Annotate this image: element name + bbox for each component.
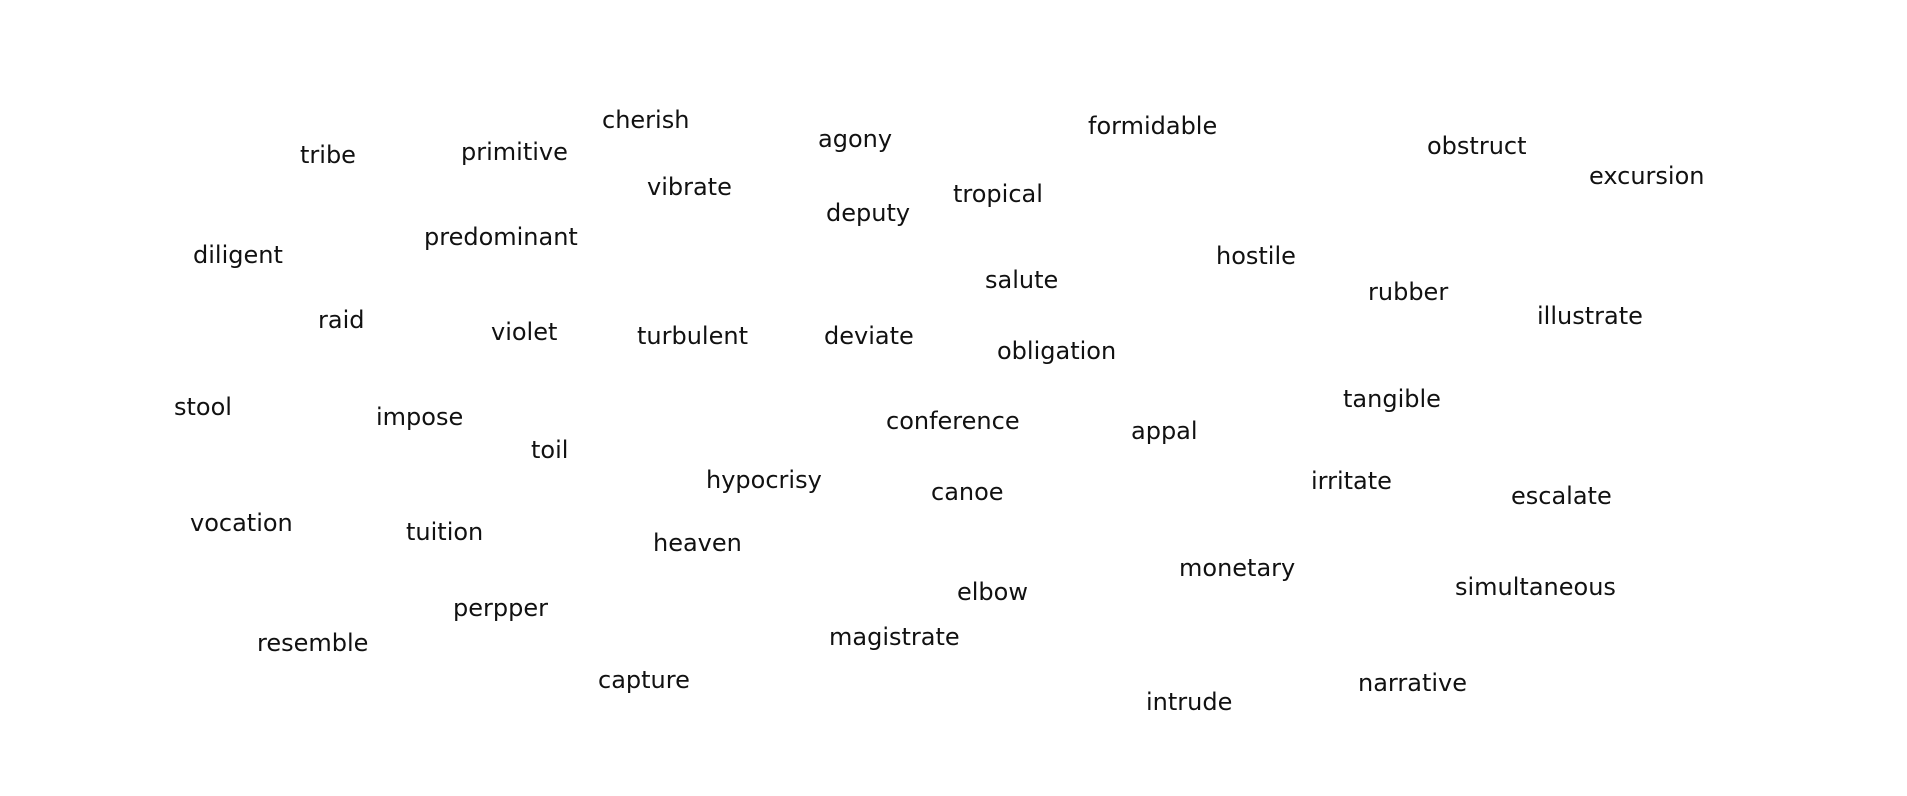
word-resemble: resemble bbox=[257, 629, 369, 657]
word-tuition: tuition bbox=[406, 518, 484, 546]
word-tribe: tribe bbox=[300, 141, 356, 169]
word-narrative: narrative bbox=[1358, 669, 1467, 697]
word-cherish: cherish bbox=[602, 106, 690, 134]
word-hypocrisy: hypocrisy bbox=[706, 466, 822, 494]
word-illustrate: illustrate bbox=[1537, 302, 1643, 330]
word-violet: violet bbox=[491, 318, 558, 346]
word-elbow: elbow bbox=[957, 578, 1028, 606]
word-agony: agony bbox=[818, 125, 893, 153]
word-simultaneous: simultaneous bbox=[1455, 573, 1616, 601]
word-impose: impose bbox=[376, 403, 464, 431]
word-conference: conference bbox=[886, 407, 1020, 435]
word-vibrate: vibrate bbox=[647, 173, 732, 201]
word-primitive: primitive bbox=[461, 138, 568, 166]
word-tropical: tropical bbox=[953, 180, 1043, 208]
word-heaven: heaven bbox=[653, 529, 742, 557]
word-raid: raid bbox=[318, 306, 365, 334]
word-intrude: intrude bbox=[1146, 688, 1233, 716]
word-perpper: perpper bbox=[453, 594, 548, 622]
word-obligation: obligation bbox=[997, 337, 1117, 365]
word-magistrate: magistrate bbox=[829, 623, 960, 651]
word-canoe: canoe bbox=[931, 478, 1004, 506]
word-excursion: excursion bbox=[1589, 162, 1705, 190]
word-toil: toil bbox=[531, 436, 569, 464]
word-escalate: escalate bbox=[1511, 482, 1612, 510]
word-obstruct: obstruct bbox=[1427, 132, 1527, 160]
word-irritate: irritate bbox=[1311, 467, 1392, 495]
word-hostile: hostile bbox=[1216, 242, 1296, 270]
word-vocation: vocation bbox=[190, 509, 293, 537]
word-turbulent: turbulent bbox=[637, 322, 748, 350]
word-rubber: rubber bbox=[1368, 278, 1449, 306]
word-deviate: deviate bbox=[824, 322, 914, 350]
word-tangible: tangible bbox=[1343, 385, 1441, 413]
word-stool: stool bbox=[174, 393, 232, 421]
word-predominant: predominant bbox=[424, 223, 578, 251]
word-appal: appal bbox=[1131, 417, 1198, 445]
word-salute: salute bbox=[985, 266, 1059, 294]
word-monetary: monetary bbox=[1179, 554, 1296, 582]
word-deputy: deputy bbox=[826, 199, 911, 227]
word-formidable: formidable bbox=[1088, 112, 1218, 140]
word-diligent: diligent bbox=[193, 241, 283, 269]
word-capture: capture bbox=[598, 666, 690, 694]
